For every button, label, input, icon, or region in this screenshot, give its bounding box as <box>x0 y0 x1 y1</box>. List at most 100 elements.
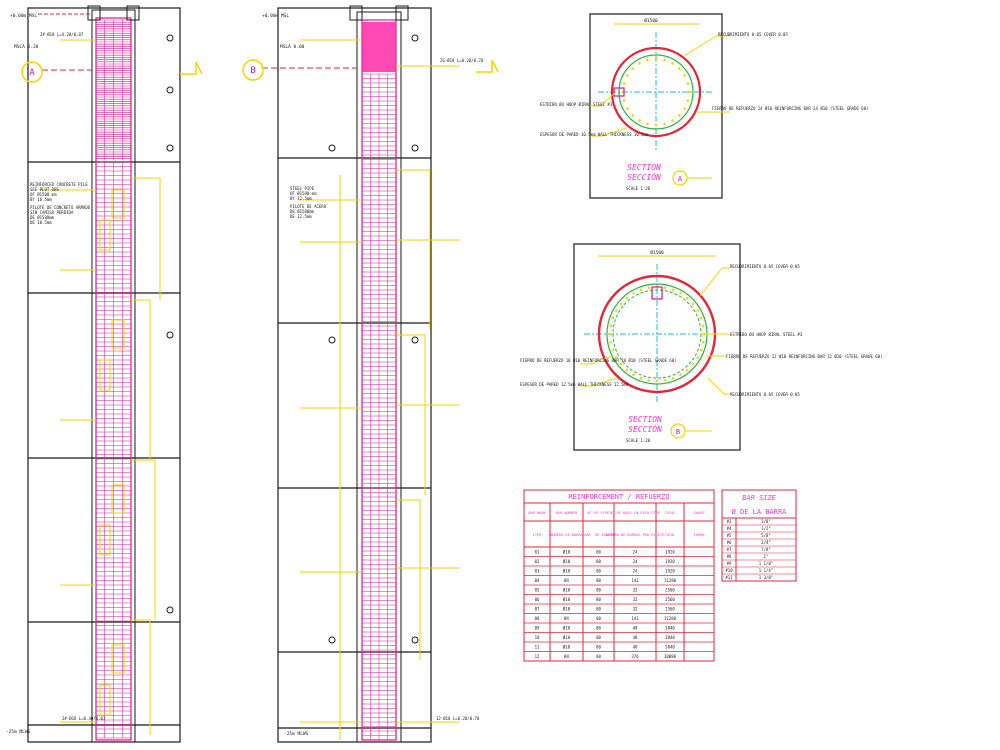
section-b-scale: SCALE 1:20 <box>626 438 651 443</box>
rebar-table-cell: Ø10 <box>563 588 571 593</box>
rebar-table-cell: Ø10 <box>563 626 571 631</box>
rebar-table-cell: Ø4 <box>564 654 569 659</box>
pile-a-desc-line: BY 10.5mm <box>30 197 52 202</box>
pile-b-sub-level: MSLA 0.00 <box>280 44 305 50</box>
rebar-table-cell: 1920 <box>665 569 675 574</box>
rebar-dot <box>663 122 666 126</box>
pile-a-desc-line: OF Ø1500 mm <box>30 192 57 197</box>
rebar-dot <box>654 123 658 127</box>
section-b-bars <box>608 285 706 383</box>
rebar-dot <box>638 119 641 122</box>
rebar-dot <box>647 286 651 290</box>
rebar-table-cell: 80 <box>596 588 601 593</box>
section-a-leaders <box>590 35 730 137</box>
section-a-splice-icon <box>613 87 625 97</box>
rebar-dot <box>691 362 695 366</box>
rebar-table-cell: 32 <box>633 607 638 612</box>
rebar-table-cell: Ø4 <box>564 616 569 621</box>
rebar-table-cell: 11280 <box>664 578 677 583</box>
section-b-detail: Ø1500 RECUBRIMIENTO 0.05 COVER 0.05 ESTR… <box>520 243 883 451</box>
rebar-table-header-es: NÚMERO DE BARRAS POR PILOTE <box>606 532 664 537</box>
rebar-table-cell: Ø10 <box>563 607 571 612</box>
section-a-stirrup: ESTRIBO Ø4 HOOP ØIRAL STEEL #3 <box>540 102 613 107</box>
section-a-main-bars: FIERRO DE REFUERZO 24 Ø10 REINFORCING BA… <box>712 106 869 111</box>
rebar-table: REINFORCEMENT / REFUERZO BAR MARKITEMBAR… <box>523 489 715 662</box>
rebar-table-cell: 07 <box>535 607 540 612</box>
section-b-title: SECTION <box>628 415 662 424</box>
rebar-table-cell: 24 <box>633 569 638 574</box>
pile-a-bottom-note: 2#-Ø18 L=0.40/0.07 <box>62 716 106 721</box>
rebar-dot <box>625 296 629 300</box>
rebar-table-cell: 80 <box>596 626 601 631</box>
pile-a-frame <box>27 7 181 743</box>
pile-a-leaders <box>40 39 161 735</box>
rebar-table-cell: 2560 <box>665 597 675 602</box>
rebar-table-cell: Ø10 <box>563 550 571 555</box>
rebar-dot <box>631 67 634 70</box>
pile-a-desc-line: SIN CAMISA PERDIDA <box>30 210 74 215</box>
section-b-main-bars-left: FIERRO DE REFUERZO 18 Ø10 REINFORCING BA… <box>520 358 677 363</box>
pile-a-arrow-icon <box>180 61 203 75</box>
pile-b-bottom-note: 12-Ø18 L=0.20/0.70 <box>436 716 480 721</box>
rebar-dot <box>631 114 634 117</box>
pile-a-sub-level: MSLA 0.20 <box>14 44 39 50</box>
rebar-dot <box>625 368 629 372</box>
section-a-cover: RECUBRIMIENTO 0.05 COVER 0.05 <box>718 32 788 37</box>
rebar-table-cell: 03 <box>535 569 540 574</box>
rebar-table-cell: 141 <box>631 578 639 583</box>
pile-b-desc-line: DE 12.5mm <box>290 214 312 219</box>
section-a-subtitle: SECCIÓN <box>627 171 661 182</box>
rebar-table-columns <box>549 503 685 661</box>
rebar-dot <box>663 58 666 62</box>
rebar-table-cell: 11280 <box>664 616 677 621</box>
rebar-table-cell: 3840 <box>665 626 675 631</box>
rebar-table-header-en: BAR NUMBER <box>556 511 578 515</box>
rebar-table-cell: 80 <box>596 635 601 640</box>
rebar-table-cell: Ø10 <box>563 635 571 640</box>
rebar-table-cell: 10 <box>535 635 540 640</box>
rebar-dot <box>619 362 623 366</box>
pile-a-cap-left <box>87 5 101 21</box>
pile-b-dense-zone <box>362 22 396 72</box>
bar-size-number: #4 <box>727 526 732 531</box>
rebar-dot <box>614 356 618 359</box>
pile-b-section-mark: B <box>250 66 255 76</box>
rebar-dot <box>609 324 613 328</box>
rebar-dot <box>671 288 675 292</box>
rebar-table-cell: 80 <box>596 550 601 555</box>
rebar-table-cell: 30080 <box>664 654 677 659</box>
rebar-table-cell: Ø10 <box>563 597 571 602</box>
rebar-dot <box>611 316 615 320</box>
rebar-dot <box>696 309 700 312</box>
pile-a-section-mark: A <box>29 68 35 78</box>
rebar-table-cell: Ø10 <box>563 645 571 650</box>
rebar-table-header-en: BAR MARK <box>528 511 546 515</box>
section-a-bars <box>621 57 691 127</box>
pile-b-cap-right <box>395 5 409 21</box>
bar-size-diameter: 1" <box>764 554 769 559</box>
pile-b-arrow-icon <box>476 59 499 73</box>
pile-b-frame <box>277 7 432 743</box>
rebar-table-header-es: FORMA <box>694 533 706 537</box>
rebar-table-cell: 80 <box>596 559 601 564</box>
rebar-dot <box>609 340 613 344</box>
pile-a-section-mark-icon <box>21 61 43 83</box>
pile-a-note-box <box>111 644 125 674</box>
pile-b-top-level: +0.00m MSL <box>262 13 289 19</box>
bar-size-diameter: 3/4" <box>761 540 771 545</box>
pile-b-right-marks <box>328 34 419 644</box>
section-b-cover-inner: RECUBRIMIENTO 0.05 COVER 0.05 <box>730 392 800 397</box>
rebar-table-cell: 141 <box>631 616 639 621</box>
section-a-diameter: Ø1500 <box>644 17 658 24</box>
pile-a-cap-right <box>126 5 140 21</box>
pile-a-description: REINFORCED CONCRETE PILE SEE PLOT DBS OF… <box>30 182 91 225</box>
rebar-dot <box>663 286 667 290</box>
section-a-detail: Ø1500 RECUBRIMIENTO 0.05 COVER 0.05 FIER… <box>540 13 869 199</box>
rebar-table-cell: 02 <box>535 559 540 564</box>
pile-b-desc-line: DE Ø1500mm <box>290 209 315 214</box>
pile-b-desc-line: PILOTE DE ACERO <box>290 204 327 209</box>
rebar-dot <box>691 302 695 306</box>
rebar-table-cell: 2560 <box>665 607 675 612</box>
pile-a-desc-line: PILOTE DE CONCRETO ARMADO <box>30 205 91 210</box>
